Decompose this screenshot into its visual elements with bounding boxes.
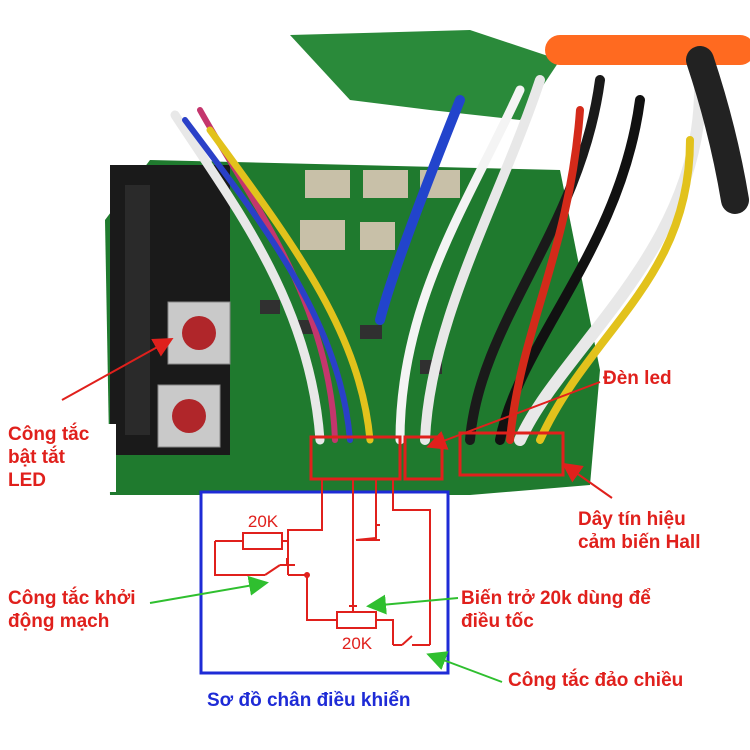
arrow-led-switch bbox=[61, 338, 174, 401]
pot-wiper bbox=[349, 605, 357, 612]
label-hall-wires: Dây tín hiệu cảm biến Hall bbox=[578, 509, 701, 555]
pot-label: 20K bbox=[342, 634, 373, 653]
push-buttons bbox=[157, 301, 231, 448]
label-led: Đèn led bbox=[603, 368, 672, 391]
schematic-wiring bbox=[214, 478, 431, 646]
wires bbox=[170, 35, 750, 446]
red-box-led bbox=[403, 435, 444, 481]
label-led-switch: Công tắc bật tắt LED bbox=[8, 424, 116, 493]
schematic-box bbox=[199, 490, 450, 675]
red-box-control-pins bbox=[309, 435, 402, 481]
arrow-reverse-switch bbox=[426, 651, 503, 683]
background-pcb bbox=[290, 30, 560, 120]
label-potentiometer: Biến trở 20k dùng để điều tốc bbox=[461, 588, 651, 634]
junction-dot bbox=[304, 572, 310, 578]
components bbox=[260, 170, 460, 374]
label-reverse-switch: Công tắc đảo chiều bbox=[508, 670, 684, 693]
resistor-label: 20K bbox=[248, 512, 279, 531]
arrow-hall bbox=[561, 462, 613, 499]
potentiometer-20k bbox=[336, 611, 377, 629]
label-start-switch: Công tắc khởi động mạch bbox=[8, 588, 136, 634]
arrow-led bbox=[426, 381, 601, 450]
arrow-pot bbox=[366, 594, 459, 615]
red-box-hall bbox=[458, 431, 565, 477]
arrow-start-switch bbox=[149, 575, 269, 604]
resistor-20k bbox=[242, 532, 283, 550]
label-control-pinout: Sơ đồ chân điều khiển bbox=[207, 690, 411, 713]
